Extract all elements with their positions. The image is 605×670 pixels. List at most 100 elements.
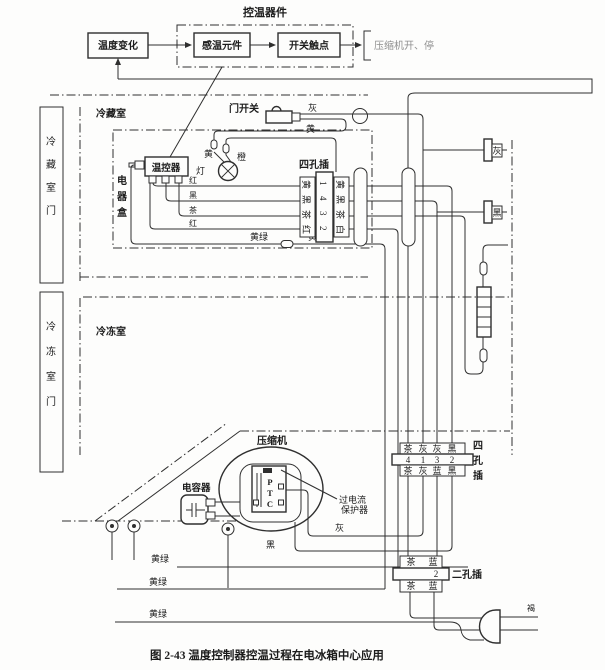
gray-wire-label: 灰 <box>308 102 317 113</box>
block-title: 控温器件 <box>243 5 287 19</box>
ground-terminal-stems <box>111 532 229 588</box>
sensor-box <box>193 32 251 58</box>
thermostat-terminal <box>161 175 170 184</box>
door-switch-label: 门开关 <box>229 102 259 115</box>
cell: 茶 <box>406 556 415 567</box>
callout-to-thermostat <box>169 66 223 158</box>
connector-pin-row <box>391 453 474 466</box>
ground-terminal-dot <box>110 524 114 528</box>
connector-left-wires: 黄黑茶红 <box>301 180 312 240</box>
control-device-dashed-box <box>176 24 354 68</box>
connector-pin-numbers: 1432 <box>318 181 328 241</box>
gray-plug-label: 灰 <box>492 145 501 156</box>
pin-number: 2 <box>434 569 439 579</box>
cord-wire-brown <box>409 592 484 619</box>
overcurrent-callout-line <box>280 469 338 500</box>
thermostat-terminal <box>174 175 183 184</box>
fridge-room-label: 冷藏室 <box>96 107 126 120</box>
temp-change-label: 温度变化 <box>98 39 138 52</box>
capacitor-wires <box>215 501 240 517</box>
inline-connector-pill <box>280 240 294 248</box>
wire-yellow-green-down <box>293 243 386 589</box>
cell: 茶 <box>403 465 412 476</box>
overcurrent-label-1: 过电流 <box>339 494 366 505</box>
sensor-label: 感温元件 <box>202 39 242 52</box>
thermostat-label: 温控器 <box>152 162 181 174</box>
heater-element <box>476 286 492 338</box>
wire-yellow-to-lamp <box>213 118 347 140</box>
ground-wire-3 <box>115 621 484 641</box>
cell: 蓝 <box>432 465 441 476</box>
lamp-yellow-char: 黄 <box>204 148 213 159</box>
heater-connector-pill <box>479 348 488 363</box>
wire-red-label: 红 <box>189 175 197 185</box>
thermostat-side-pin <box>134 160 145 170</box>
plug-prongs <box>500 616 538 631</box>
four-hole-connector-bottom: 茶 灰 灰 黑 4 1 3 2 茶 灰 蓝 黑 四孔插 <box>391 440 483 482</box>
cell: 黑 <box>447 444 456 454</box>
ground-label-2: 黄绿 <box>149 576 167 587</box>
relay-terminal <box>278 483 284 490</box>
fridge-door-label: 冷藏室门 <box>46 135 56 217</box>
wire-v3 <box>349 200 438 443</box>
freezer-door-label: 冷冻室门 <box>46 320 56 408</box>
wire-grommet <box>401 167 416 247</box>
wire-brown-label: 茶 <box>189 205 197 215</box>
heater-hatch <box>477 296 491 328</box>
fridge-door-panel <box>39 106 64 284</box>
switch-contact-label: 开关触点 <box>289 39 329 52</box>
capacitor-body <box>180 494 209 525</box>
control-block-diagram: 控温器件 温度变化 感温元件 开关触点 压缩机开、停 <box>87 5 434 158</box>
lamp-connector-pill <box>222 143 230 154</box>
cabinet-outline: 冷藏室 冷藏室门 冷冻室 冷冻室门 <box>39 94 513 522</box>
freezer-room-label: 冷冻室 <box>96 325 126 338</box>
wires-to-two-hole <box>407 476 438 556</box>
pin-number: 2 <box>450 455 455 465</box>
connector-pin-column <box>315 171 334 243</box>
relay-top-nub <box>263 468 272 473</box>
pin-number: 1 <box>421 455 426 465</box>
connector-label: 四孔插 <box>473 440 483 482</box>
thermostat-terminal <box>148 175 157 184</box>
cell: 茶 <box>406 580 415 591</box>
right-side-components: 灰 黑 <box>476 138 508 363</box>
black-plug-body <box>483 200 493 224</box>
ground-terminal-dot <box>226 527 230 531</box>
power-plug-icon <box>478 609 501 644</box>
four-hole-connector-top: 四孔插 黄黑茶红 1432 黄黑茶白 <box>299 158 350 243</box>
two-hole-connector: 茶 蓝 2 茶 蓝 二孔插 褐 <box>392 476 538 644</box>
wire-compressor-gray <box>286 476 424 537</box>
heater-connector-pill <box>479 261 488 276</box>
wire-red-1 <box>152 182 300 187</box>
arrowhead-icon <box>355 42 362 48</box>
capacitor-label: 电容器 <box>182 482 211 494</box>
wire-gray-down <box>300 113 424 443</box>
wire-heater-loop <box>349 215 484 375</box>
yellow-green-label: 黄绿 <box>250 231 268 242</box>
output-label: 压缩机开、停 <box>374 39 434 52</box>
lamp-connector-pill <box>210 139 218 150</box>
relay-terminal <box>253 499 259 506</box>
lamp-lead-right <box>225 153 232 163</box>
overcurrent-label-2: 保护器 <box>341 504 368 515</box>
wire-orange-to-connector <box>225 137 337 172</box>
compressor-gray-label: 灰 <box>335 522 344 533</box>
ground-label-3: 黄绿 <box>149 608 167 619</box>
connector-right-wires: 黄黑茶白 <box>335 180 346 240</box>
cell: 灰 <box>418 443 427 454</box>
two-hole-pin-row <box>392 567 450 581</box>
wire-black <box>165 183 300 202</box>
switch-contact-box <box>277 32 341 58</box>
cell: 灰 <box>432 443 441 454</box>
arrowhead-up-icon <box>115 58 121 65</box>
wire-v4 <box>349 185 453 443</box>
capacitor-symbol-icon <box>186 503 205 517</box>
orange-wire-label: 橙 <box>237 151 246 162</box>
cord-wire-blue <box>433 592 484 631</box>
upper-wiring <box>118 78 593 589</box>
connector-right-column <box>333 176 350 238</box>
wire-red-2 <box>149 183 300 230</box>
